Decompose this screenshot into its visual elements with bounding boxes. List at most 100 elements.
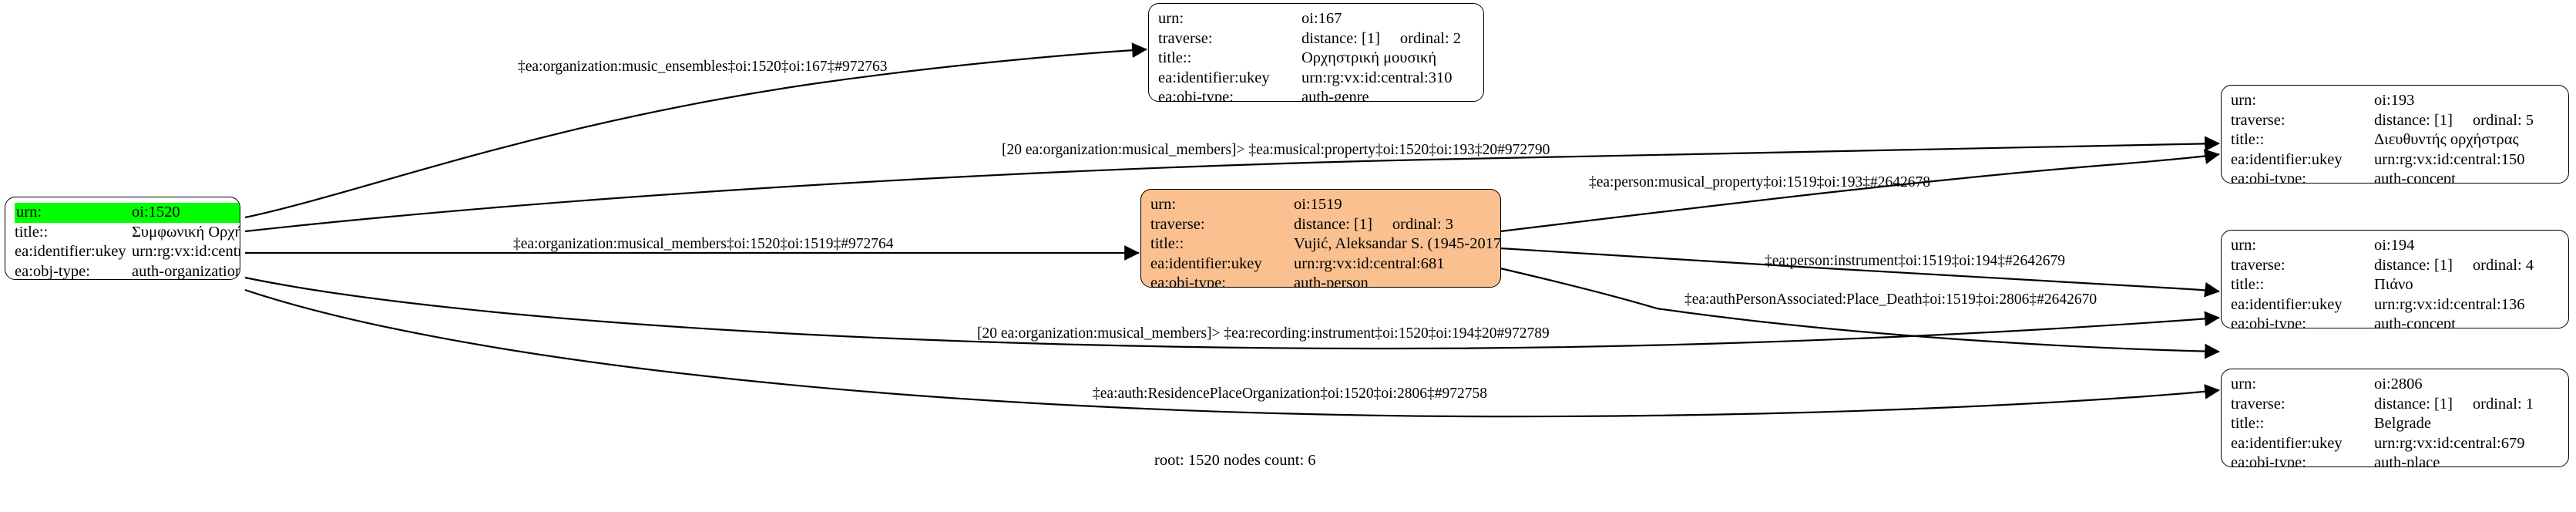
- row-label-title: title::: [2231, 415, 2265, 432]
- node-row-traverse: traverse: distance: [1] ordinal: 5: [2231, 111, 2559, 131]
- row-label-title: title::: [1150, 235, 1184, 252]
- row-label-ukey: ea:identifier:ukey: [2231, 150, 2343, 168]
- node-row-objtype: ea:obj-type: auth-person: [1150, 274, 1500, 288]
- edge-label-person-to-concept194: ‡ea:person:instrument‡oi:1519‡oi:194‡#26…: [1765, 253, 2065, 269]
- row-value-ordinal: ordinal: 1: [2472, 395, 2534, 413]
- node-row-title: title:: Vujić, Aleksandar S. (1945-2017): [1150, 234, 1501, 254]
- row-label-objtype: ea:obj-type:: [15, 262, 90, 280]
- node-organization-1520[interactable]: urn: oi:1520 title:: Συμφωνική Ορχήστρα …: [5, 197, 240, 280]
- row-value-urn: oi:2806: [2374, 376, 2423, 392]
- row-value-distance: distance: [1]: [2374, 111, 2453, 129]
- row-label-urn: urn:: [2231, 237, 2257, 254]
- node-row-traverse: traverse: distance: [1] ordinal: 4: [2231, 256, 2559, 276]
- row-label-title: title::: [2231, 276, 2265, 293]
- row-label-objtype: ea:obj-type:: [2231, 315, 2306, 328]
- row-label-traverse: traverse:: [1158, 29, 1213, 47]
- row-value-urn: oi:194: [2374, 237, 2415, 254]
- row-value-ordinal: ordinal: 5: [2472, 111, 2534, 129]
- row-label-title: title::: [2231, 131, 2265, 148]
- row-value-ordinal: ordinal: 3: [1392, 215, 1454, 233]
- node-row-traverse: traverse: distance: [1] ordinal: 2: [1158, 29, 1474, 49]
- edge-person-to-concept193: [1500, 149, 2220, 233]
- row-value-distance: distance: [1]: [2374, 395, 2453, 413]
- row-value-title: Belgrade: [2374, 415, 2431, 432]
- row-label-urn: urn:: [15, 203, 132, 223]
- row-value-objtype: auth-organization: [132, 262, 240, 280]
- edge-label-person-to-concept193: ‡ea:person:musical_property‡oi:1519‡oi:1…: [1589, 174, 1931, 190]
- node-row-objtype: ea:obj-type: auth-genre: [1158, 88, 1474, 102]
- edge-label-org-to-concept193: [20 ea:organization:musical_members]> ‡e…: [1002, 142, 1550, 158]
- node-row-ukey: ea:identifier:ukey urn:rg:vx:id:central:…: [2231, 434, 2559, 454]
- row-label-ukey: ea:identifier:ukey: [1158, 69, 1270, 86]
- node-row-ukey: ea:identifier:ukey urn:rg:vx:id:central:…: [1158, 69, 1474, 89]
- node-row-title: title:: Πιάνο: [2231, 275, 2559, 295]
- edge-label-org-to-genre167: ‡ea:organization:music_ensembles‡oi:1520…: [518, 59, 888, 75]
- node-row-traverse: traverse: distance: [1] ordinal: 1: [2231, 395, 2559, 415]
- node-row-urn: urn: oi:193: [2231, 91, 2559, 111]
- row-value-urn: oi:1519: [1294, 196, 1342, 213]
- row-value-objtype: auth-genre: [1301, 89, 1369, 102]
- row-label-traverse: traverse:: [2231, 395, 2285, 413]
- row-label-urn: urn:: [2231, 92, 2257, 109]
- node-place-2806[interactable]: urn: oi:2806 traverse: distance: [1] ordi…: [2221, 369, 2569, 467]
- node-concept-193[interactable]: urn: oi:193 traverse: distance: [1] ordin…: [2221, 85, 2569, 184]
- row-label-urn: urn:: [2231, 376, 2257, 392]
- node-row-urn: urn: oi:194: [2231, 236, 2559, 256]
- row-label-title: title::: [15, 223, 49, 241]
- row-value-title: Διευθυντής ορχήστρας: [2374, 131, 2519, 148]
- row-label-traverse: traverse:: [2231, 256, 2285, 274]
- edge-person-to-place2806: [1500, 267, 2220, 359]
- node-row-title: title:: Συμφωνική Ορχήστρα Σλαβένσκι Βελ…: [15, 223, 240, 243]
- graph-footer-caption: root: 1520 nodes count: 6: [1154, 452, 1316, 469]
- row-value-ukey: urn:rg:vx:id:central:679: [2374, 434, 2525, 452]
- node-person-1519[interactable]: urn: oi:1519 traverse: distance: [1]ordi…: [1140, 189, 1501, 288]
- edge-label-person-to-place2806: ‡ea:authPersonAssociated:Place_Death‡oi:…: [1684, 291, 2097, 308]
- row-value-title: Vujić, Aleksandar S. (1945-2017): [1294, 235, 1501, 252]
- edge-label-org-to-concept194: [20 ea:organization:musical_members]> ‡e…: [977, 325, 1550, 342]
- row-value-ordinal: ordinal: 2: [1399, 29, 1462, 47]
- node-genre-167[interactable]: urn: oi:167 traverse: distance: [1] ordin…: [1148, 3, 1484, 102]
- row-value-urn: oi:1520: [132, 203, 240, 223]
- row-value-ukey: urn:rg:vx:id:central:707: [132, 243, 240, 260]
- row-value-ukey: urn:rg:vx:id:central:310: [1301, 69, 1453, 86]
- row-label-objtype: ea:obj-type:: [2231, 454, 2306, 467]
- node-concept-194[interactable]: urn: oi:194 traverse: distance: [1] ordin…: [2221, 230, 2569, 328]
- row-value-objtype: auth-concept: [2374, 315, 2456, 328]
- row-value-urn: oi:193: [2374, 92, 2415, 109]
- row-label-ukey: ea:identifier:ukey: [15, 243, 126, 260]
- row-value-objtype: auth-person: [1294, 275, 1369, 288]
- row-value-title: Ορχηστρική μουσική: [1301, 49, 1437, 66]
- node-row-title: title:: Διευθυντής ορχήστρας: [2231, 130, 2559, 150]
- node-row-ukey: ea:identifier:ukey urn:rg:vx:id:central:…: [1150, 254, 1500, 275]
- row-label-ukey: ea:identifier:ukey: [2231, 434, 2343, 452]
- row-label-urn: urn:: [1158, 10, 1184, 27]
- row-value-urn: oi:167: [1301, 10, 1342, 27]
- row-value-distance: distance: [1]: [1301, 29, 1380, 47]
- node-row-objtype: ea:obj-type: auth-organization: [15, 262, 240, 280]
- row-value-objtype: auth-place: [2374, 454, 2440, 467]
- row-value-ukey: urn:rg:vx:id:central:150: [2374, 150, 2525, 168]
- node-row-title: title:: Ορχηστρική μουσική: [1158, 49, 1474, 69]
- edge-label-org-to-person1519: ‡ea:organization:musical_members‡oi:1520…: [513, 236, 894, 252]
- node-row-title: title:: Belgrade: [2231, 414, 2559, 434]
- row-value-title: Πιάνο: [2374, 276, 2413, 293]
- row-value-objtype: auth-concept: [2374, 170, 2456, 184]
- node-row-objtype: ea:obj-type: auth-place: [2231, 453, 2559, 467]
- row-label-ukey: ea:identifier:ukey: [1150, 254, 1262, 272]
- row-value-ukey: urn:rg:vx:id:central:136: [2374, 295, 2525, 313]
- row-value-ukey: urn:rg:vx:id:central:681: [1294, 254, 1445, 272]
- node-row-ukey: ea:identifier:ukey urn:rg:vx:id:central:…: [15, 242, 240, 262]
- row-value-distance: distance: [1]: [1294, 215, 1372, 233]
- row-value-distance: distance: [1]: [2374, 256, 2453, 274]
- node-row-urn: urn: oi:1520: [15, 203, 240, 223]
- row-label-traverse: traverse:: [2231, 111, 2285, 129]
- row-value-title: Συμφωνική Ορχήστρα Σλαβένσκι Βελιγραδίου: [132, 223, 240, 241]
- node-row-ukey: ea:identifier:ukey urn:rg:vx:id:central:…: [2231, 150, 2559, 170]
- row-value-ordinal: ordinal: 4: [2472, 256, 2534, 274]
- row-label-title: title::: [1158, 49, 1192, 66]
- row-label-objtype: ea:obj-type:: [2231, 170, 2306, 184]
- row-label-urn: urn:: [1150, 196, 1177, 213]
- node-row-traverse: traverse: distance: [1]ordinal: 3: [1150, 215, 1500, 235]
- node-row-ukey: ea:identifier:ukey urn:rg:vx:id:central:…: [2231, 295, 2559, 315]
- node-row-urn: urn: oi:167: [1158, 9, 1474, 29]
